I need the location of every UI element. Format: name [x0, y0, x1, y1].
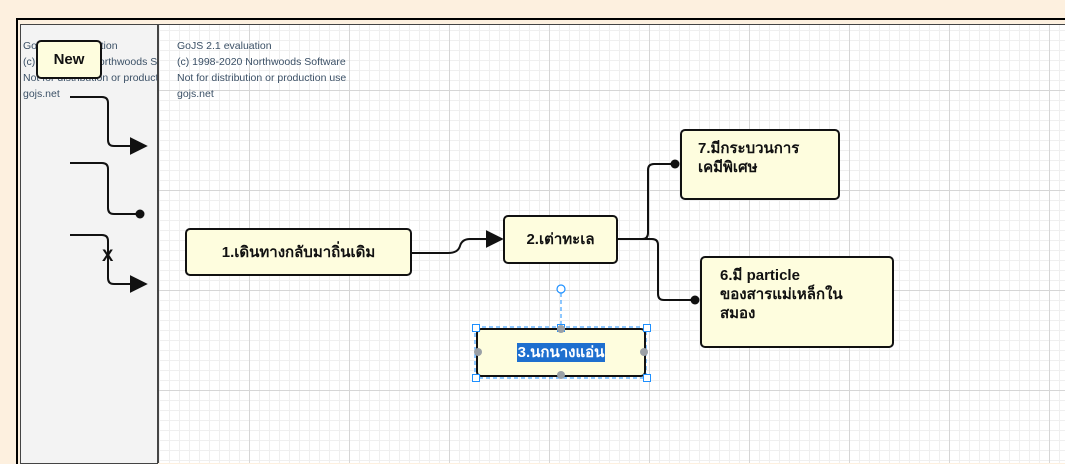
- node-6-label-line: 6.มี particle: [720, 267, 800, 284]
- node-7-label-line: 7.มีกระบวนการ: [698, 140, 800, 157]
- node-7[interactable]: 7.มีกระบวนการ เคมีพิเศษ: [680, 129, 840, 200]
- watermark-line: gojs.net: [177, 88, 214, 100]
- resize-handle-tl[interactable]: [472, 324, 480, 332]
- node-2[interactable]: 2.เต่าทะเล: [503, 215, 618, 264]
- port-right[interactable]: [640, 348, 648, 356]
- resize-handle-br[interactable]: [643, 374, 651, 382]
- watermark-line: Not for distribution or production use: [177, 72, 347, 84]
- node-2-label: 2.เต่าทะเล: [526, 231, 595, 248]
- palette-x-label: X: [102, 246, 114, 265]
- node-6[interactable]: 6.มี particle ของสารแม่เหล็กใน สมอง: [700, 256, 894, 348]
- new-node-label: New: [53, 51, 85, 68]
- node-3[interactable]: 3.นกนางแอ่น: [476, 328, 646, 377]
- port-left[interactable]: [474, 348, 482, 356]
- node-3-label-editing[interactable]: 3.นกนางแอ่น: [516, 343, 606, 362]
- node-1[interactable]: 1.เดินทางกลับมาถิ่นเดิม: [185, 228, 412, 276]
- watermark-line: GoJS 2.1 evaluation: [177, 40, 272, 52]
- resize-handle-bl[interactable]: [472, 374, 480, 382]
- diagram-watermark: GoJS 2.1 evaluation (c) 1998-2020 Northw…: [177, 38, 346, 102]
- node-1-label: 1.เดินทางกลับมาถิ่นเดิม: [221, 243, 376, 261]
- node-6-label-line: สมอง: [720, 305, 756, 322]
- port-bottom[interactable]: [557, 371, 565, 379]
- palette-new-node[interactable]: New: [36, 40, 102, 79]
- watermark-line: gojs.net: [23, 88, 60, 100]
- resize-handle-tr[interactable]: [643, 324, 651, 332]
- palette-panel[interactable]: GoJS 2.1 evaluation (c) 1998-2020 Northw…: [20, 24, 158, 464]
- node-7-label-line: เคมีพิเศษ: [698, 159, 758, 176]
- watermark-line: (c) 1998-2020 Northwoods Software: [177, 56, 346, 68]
- port-top[interactable]: [557, 325, 565, 333]
- node-6-label-line: ของสารแม่เหล็กใน: [720, 286, 843, 303]
